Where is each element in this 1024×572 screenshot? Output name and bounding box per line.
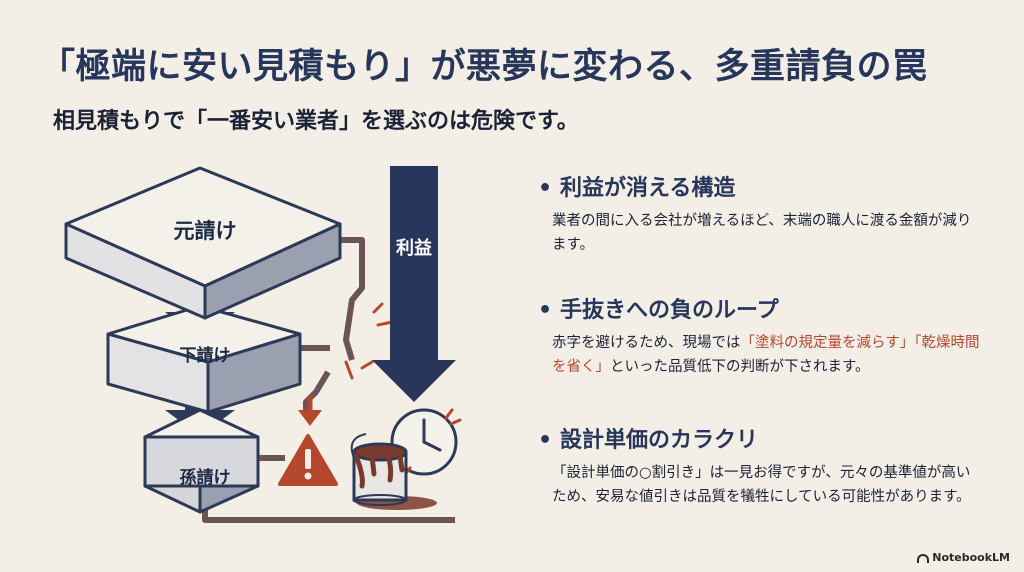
tier-block-2: [106, 304, 302, 414]
crack-marks: [344, 302, 394, 380]
bullet-dot: •: [538, 428, 553, 453]
bullet-body: 赤字を避けるため、現場では「塗料の規定量を減らす」「乾燥時間を省く」といった品質…: [552, 335, 980, 375]
bullet-body: 業者の間に入る会社が増えるほど、末端の職人に渡る金額が減ります。: [552, 213, 972, 253]
bullet-heading: •手抜きへの負のループ: [538, 298, 779, 323]
page-subtitle: 相見積もりで「一番安い業者」を選ぶのは危険です。: [53, 109, 579, 134]
highlight-text: 「塗料の規定量を減らす」「乾燥時間を省く」: [552, 335, 980, 375]
leak-arrow: [298, 396, 322, 426]
bullet-dot: •: [538, 176, 553, 201]
bullet-dot: •: [538, 298, 553, 323]
tier-block-1: [64, 166, 342, 320]
tier-block-3: [143, 408, 260, 514]
bullet-item-pricing: •設計単価のカラクリ 「設計単価の○割引き」は一見お得ですが、元々の基準値が高い…: [538, 422, 988, 509]
notebooklm-icon: [917, 553, 930, 563]
bullet-heading: •設計単価のカラクリ: [538, 428, 759, 453]
tier-label-1: 元請け: [174, 219, 237, 243]
brand-logo: NotebookLM: [917, 551, 1010, 564]
profit-arrow: [372, 166, 456, 402]
profit-arrow-label: 利益: [396, 237, 432, 259]
warning-icon: [278, 434, 338, 486]
paint-can-icon: [350, 433, 437, 510]
page-title: 「極端に安い見積もり」が悪夢に変わる、多重請負の罠: [40, 47, 928, 87]
tier-label-3: 孫請け: [180, 467, 231, 488]
bullet-body: 「設計単価の○割引き」は一見お得ですが、元々の基準値が高いため、安易な値引きは品…: [552, 465, 971, 505]
subcontracting-diagram: 元請け 下請け 孫請け 利益: [64, 166, 462, 523]
tier-label-2: 下請け: [180, 345, 231, 366]
bullet-heading: •利益が消える構造: [538, 176, 736, 201]
bullet-item-profit: •利益が消える構造 業者の間に入る会社が増えるほど、末端の職人に渡る金額が減りま…: [538, 170, 988, 257]
bullet-item-loop: •手抜きへの負のループ 赤字を避けるため、現場では「塗料の規定量を減らす」「乾燥…: [538, 292, 988, 379]
